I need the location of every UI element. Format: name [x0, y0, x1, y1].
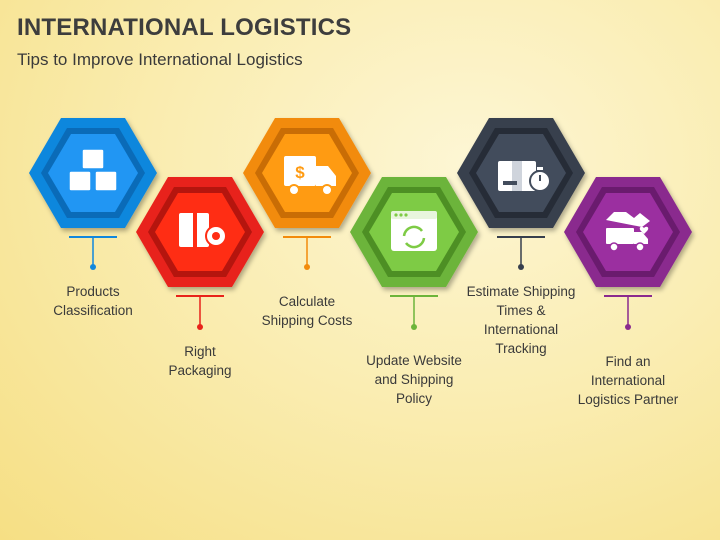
package-tape-icon — [179, 213, 227, 247]
svg-text:$: $ — [295, 163, 305, 182]
step-5-connector — [497, 236, 545, 270]
step-1-connector — [69, 236, 117, 270]
step-4-hexagon — [350, 177, 478, 287]
step-5-hexagon — [457, 118, 585, 228]
step-3-hexagon: $ — [243, 118, 371, 228]
step-3-label: Calculate Shipping Costs — [261, 294, 353, 328]
step-6-connector — [604, 295, 652, 330]
partner-truck-handshake-icon — [606, 212, 650, 252]
step-2-label: Right Packaging — [168, 344, 232, 378]
step-4-connector — [390, 295, 438, 330]
step-2-hexagon — [136, 177, 264, 287]
box-stopwatch-icon — [498, 161, 551, 192]
browser-refresh-icon — [391, 211, 437, 251]
step-1-label: Products Classification — [53, 284, 133, 318]
page-subtitle: Tips to Improve International Logistics — [17, 50, 303, 69]
step-5-label: Estimate Shipping Times & International … — [466, 284, 576, 356]
step-6-label: Find an International Logistics Partner — [577, 354, 679, 407]
delivery-truck-dollar-icon: $ — [284, 156, 336, 196]
page-title: INTERNATIONAL LOGISTICS — [17, 14, 352, 41]
step-3-connector — [283, 236, 331, 270]
boxes-icon — [68, 148, 118, 192]
step-2-connector — [176, 295, 224, 330]
step-1-hexagon — [29, 118, 157, 228]
step-6-hexagon — [564, 177, 692, 287]
step-4-label: Update Website and Shipping Policy — [366, 353, 462, 406]
